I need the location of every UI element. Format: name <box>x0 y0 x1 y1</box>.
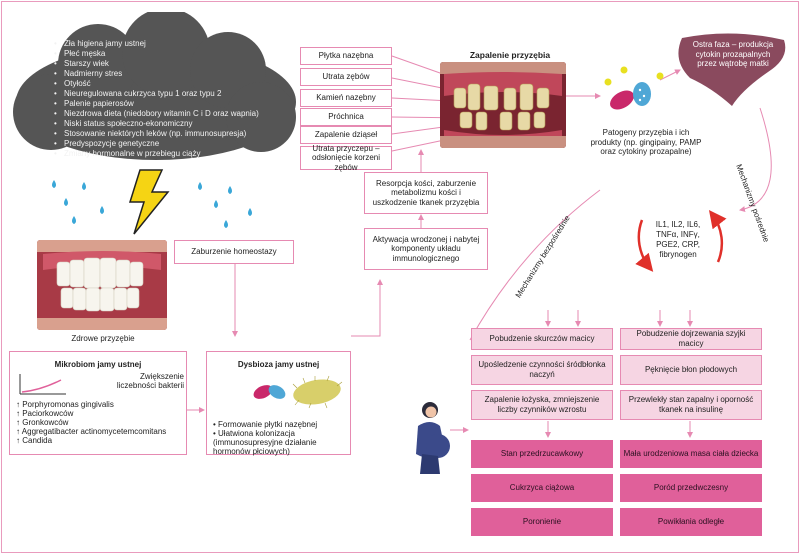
microbiome-list: ↑ Porphyromonas gingivalis ↑ Paciorkowcó… <box>16 400 186 445</box>
liver-icon <box>678 33 786 106</box>
microbe-item: ↑ Aggregatibacter actinomycetemcomitans <box>16 427 167 436</box>
outcome-box: Poronienie <box>471 508 613 536</box>
symptom-box: Płytka nazębna <box>300 47 392 65</box>
outcome-box: Powikłania odległe <box>620 508 762 536</box>
risk-factor: Predyspozycje genetyczne <box>54 139 279 149</box>
effect-box: Przewlekły stan zapalny i oporność tkane… <box>620 390 762 420</box>
outcome-box: Mała urodzeniowa masa ciała dziecka <box>620 440 762 468</box>
dysbiosis-title: Dysbioza jamy ustnej <box>237 360 320 369</box>
dysbiosis-box: Dysbioza jamy ustnej • Formowanie płytki… <box>206 351 351 456</box>
healthy-teeth-photo <box>37 240 167 330</box>
risk-factor: Niezdrowa dieta (niedobory witamin C i D… <box>54 109 279 119</box>
pathogens-text: Patogeny przyzębia i ich produkty (np. g… <box>590 128 702 157</box>
outcome-box: Cukrzyca ciążowa <box>471 474 613 502</box>
effect-box: Zapalenie łożyska, zmniejszenie liczby c… <box>471 390 613 420</box>
microbiome-box: Mikrobiom jamy ustnej Zwiększenie liczeb… <box>9 351 187 455</box>
microbe-item: ↑ Gronkowców <box>16 418 69 427</box>
dysbiosis-list: • Formowanie płytki nazębnej • Ułatwiona… <box>213 420 349 456</box>
risk-factor: Starszy wiek <box>54 59 279 69</box>
risk-factor: Zmiany hormonalne w przebiegu ciąży <box>54 149 279 159</box>
pregnant-woman-icon <box>416 402 450 474</box>
risk-factor: Niski status społeczno-ekonomiczny <box>54 119 279 129</box>
dysbiosis-item: • Formowanie płytki nazębnej <box>213 420 318 429</box>
risk-factor: Płeć męska <box>54 49 279 59</box>
effect-box: Pęknięcie błon płodowych <box>620 355 762 385</box>
symptom-box: Utrata zębów <box>300 68 392 86</box>
bone-resorption-box: Resorpcja kości, zaburzenie metabolizmu … <box>364 172 488 214</box>
rain-lightning-icon <box>52 169 252 235</box>
outcome-box: Poród przedwczesny <box>620 474 762 502</box>
pathogen-icon <box>604 66 664 110</box>
symptom-box: Próchnica <box>300 108 392 126</box>
symptom-box: Kamień nazębny <box>300 89 392 107</box>
effect-box: Upośledzenie czynności śródbłonka naczyń <box>471 355 613 385</box>
effect-box: Pobudzenie skurczów macicy <box>471 328 613 350</box>
risk-factor: Nadmierny stres <box>54 69 279 79</box>
cytokines-text: IL1, IL2, IL6, TNFα, INFγ, PGE2, CRP, fi… <box>655 220 701 259</box>
increase-label: Zwiększenie liczebności bakterii <box>116 372 184 390</box>
healthy-caption: Zdrowe przyzębie <box>71 334 135 343</box>
dysbiosis-item: • Ułatwiona kolonizacja (immunosupresyjn… <box>213 429 317 456</box>
periodontitis-title: Zapalenie przyzębia <box>469 50 551 60</box>
risk-factor: Stosowanie niektórych leków (np. immunos… <box>54 129 279 139</box>
outcome-box: Stan przedrzucawkowy <box>471 440 613 468</box>
growth-chart-icon <box>19 374 66 395</box>
risk-factor-list: Zła higiena jamy ustnej Płeć męska Stars… <box>54 39 279 159</box>
immune-activation-box: Aktywacja wrodzonej i nabytej komponenty… <box>364 228 488 270</box>
symptom-box: Utrata przyczepu – odsłonięcie korzeni z… <box>300 144 392 172</box>
bacteria-icon <box>253 375 343 409</box>
risk-factor: Nieuregulowana cukrzyca typu 1 oraz typu… <box>54 89 279 99</box>
homeostasis-box: Zaburzenie homeostazy <box>174 240 294 264</box>
risk-factor: Palenie papierosów <box>54 99 279 109</box>
risk-factor: Otyłość <box>54 79 279 89</box>
symptom-box: Zapalenie dziąseł <box>300 126 392 144</box>
liver-text: Ostra faza – produkcja cytokin prozapaln… <box>692 40 774 69</box>
risk-factor: Zła higiena jamy ustnej <box>54 39 279 49</box>
microbe-item: ↑ Paciorkowców <box>16 409 74 418</box>
microbe-item: ↑ Candida <box>16 436 53 445</box>
effect-box: Pobudzenie dojrzewania szyjki macicy <box>620 328 762 350</box>
periodontitis-photo <box>440 62 566 148</box>
microbe-item: ↑ Porphyromonas gingivalis <box>16 400 114 409</box>
microbiome-title: Mikrobiom jamy ustnej <box>54 360 142 369</box>
